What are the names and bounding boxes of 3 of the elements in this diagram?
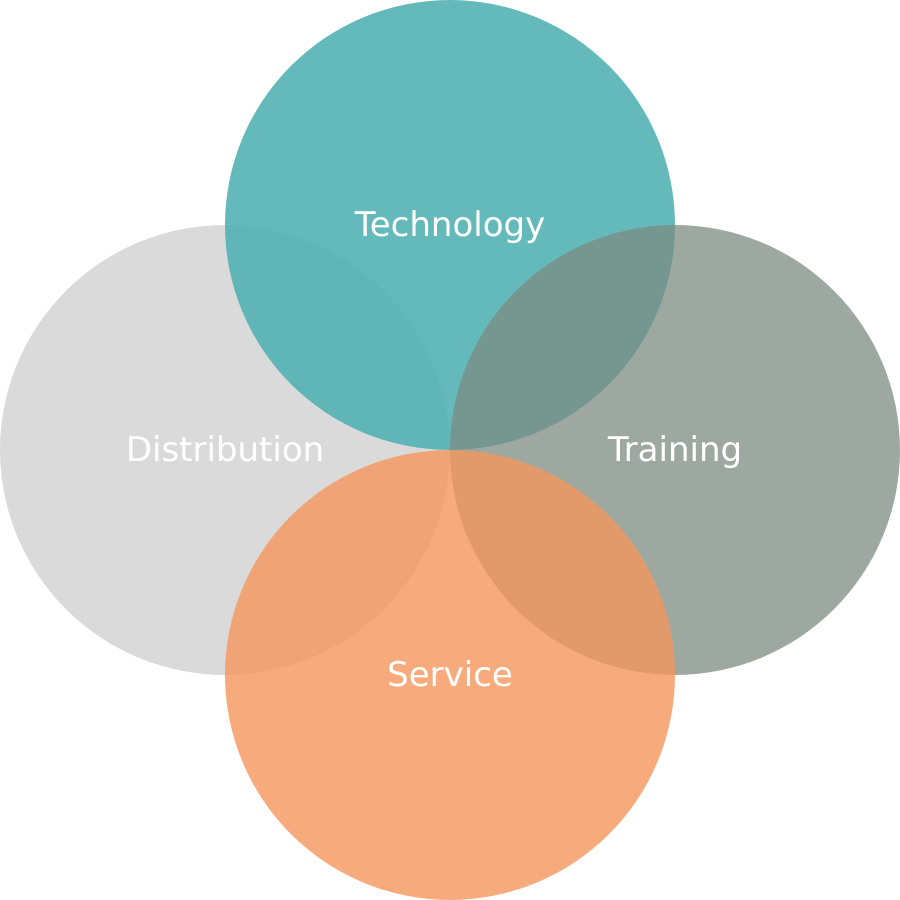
circle-label: Service xyxy=(387,655,513,695)
circle-label: Training xyxy=(608,430,742,470)
circle-label: Technology xyxy=(354,205,546,245)
